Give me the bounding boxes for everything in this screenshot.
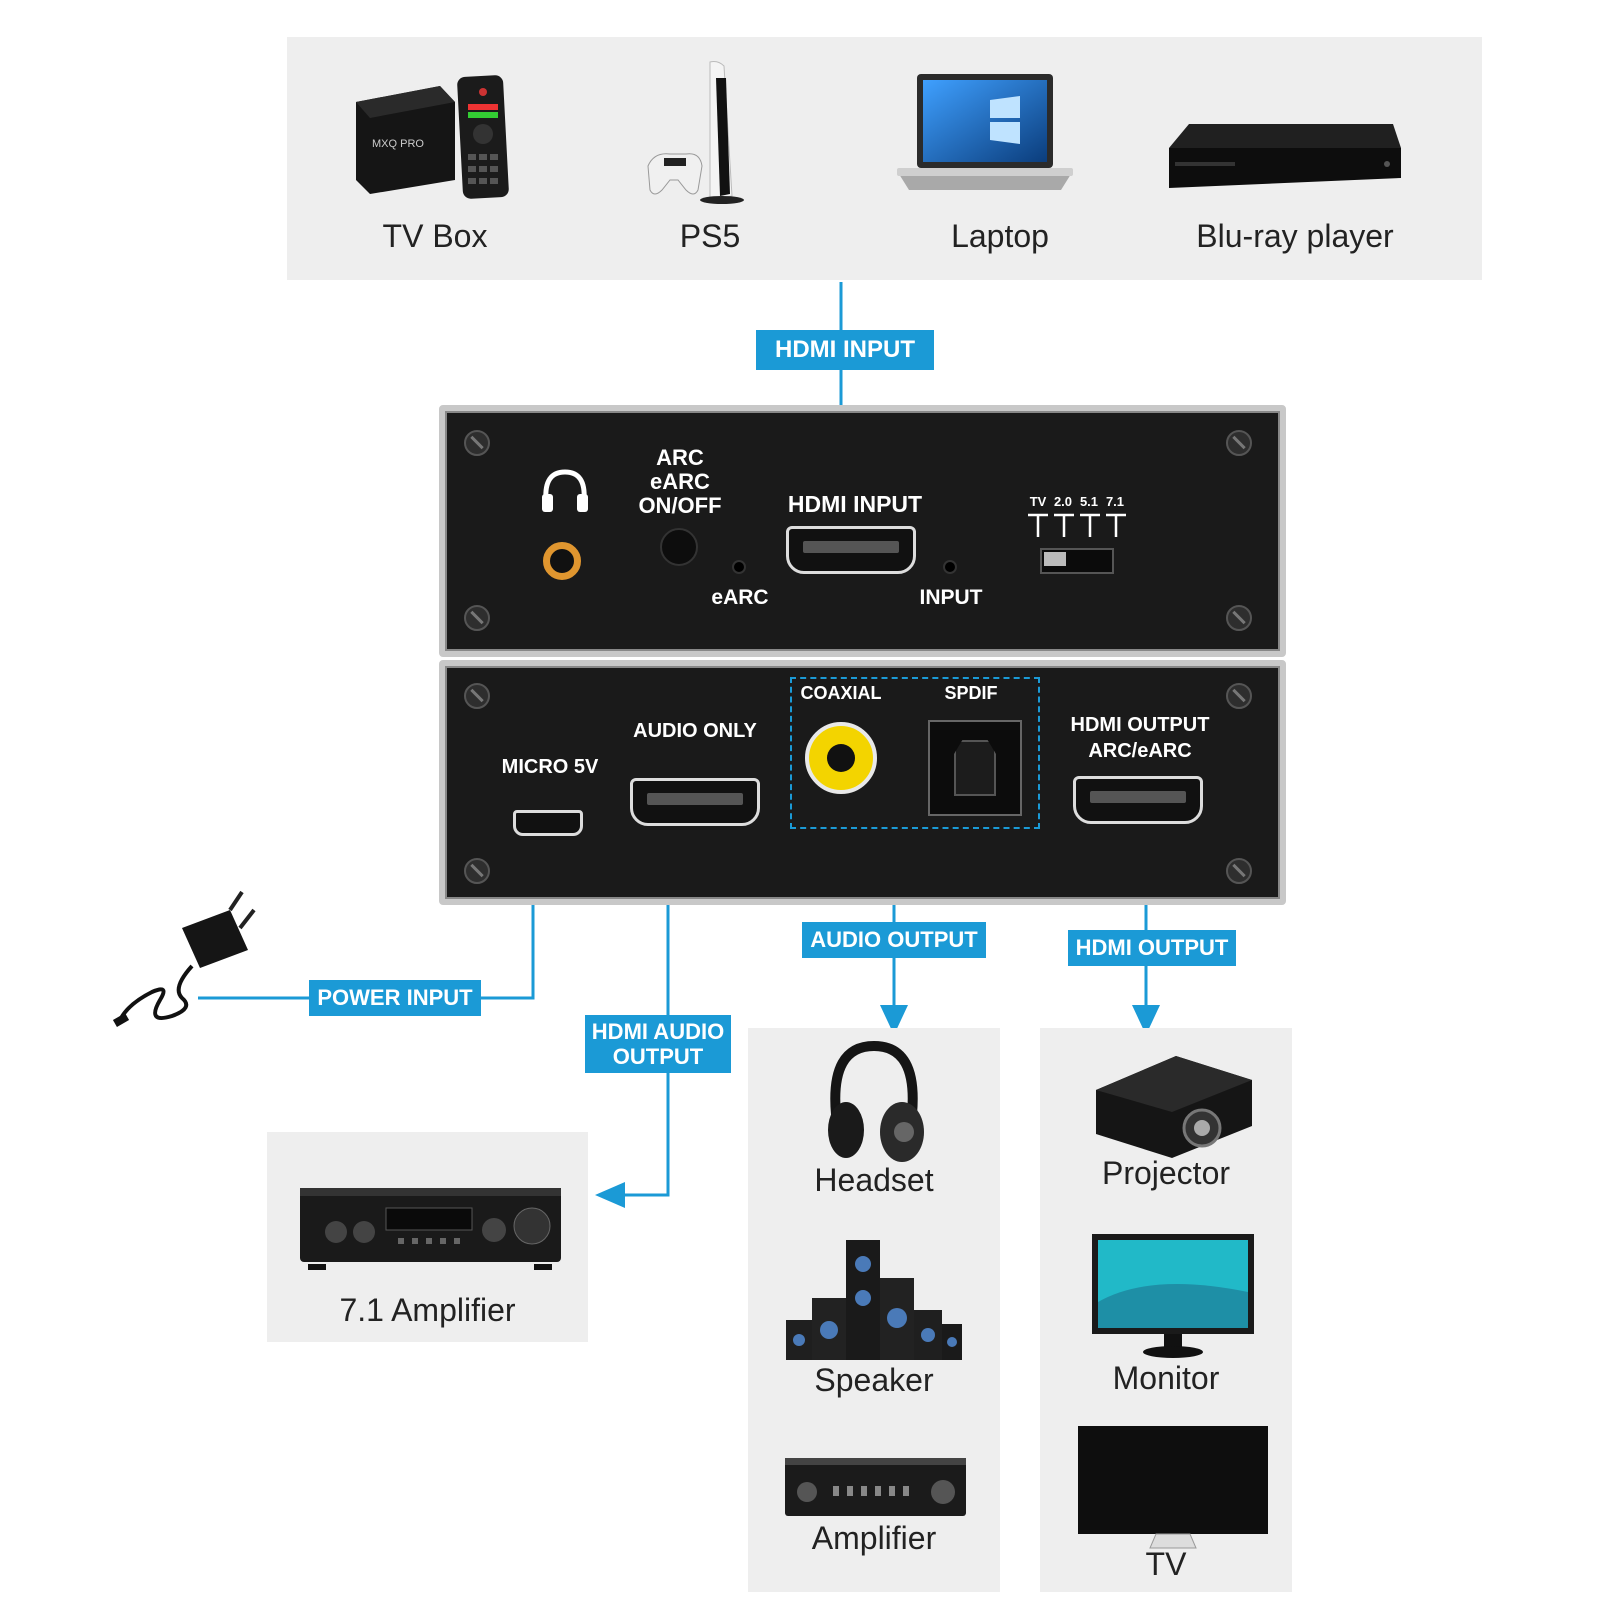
amp71-label: 7.1 Amplifier <box>267 1292 588 1329</box>
hdmi-audio-only-port[interactable] <box>630 778 760 826</box>
arc-switch-button[interactable] <box>660 528 698 566</box>
micro-usb-port[interactable] <box>513 810 583 836</box>
screw-icon <box>464 858 490 884</box>
audio-only-label: AUDIO ONLY <box>620 720 770 742</box>
arc-switch-label: ARC eARC ON/OFF <box>620 446 740 519</box>
headset-icon <box>822 1040 926 1164</box>
earc-led-label: eARC <box>700 586 780 609</box>
screw-icon <box>1226 858 1252 884</box>
tag-hdmi-audio-output: HDMI AUDIO OUTPUT <box>585 1015 731 1073</box>
optical-port-shutter <box>954 740 996 796</box>
hdmi-input-port-label: HDMI INPUT <box>770 492 940 517</box>
screw-icon <box>464 430 490 456</box>
input-led-label: INPUT <box>903 586 999 609</box>
projector-icon <box>1086 1050 1256 1162</box>
audio-device-label-speaker: Speaker <box>748 1362 1000 1399</box>
audio-device-label-amplifier: Amplifier <box>748 1520 1000 1557</box>
hdmi-output-port[interactable] <box>1073 776 1203 824</box>
tag-hdmi-output: HDMI OUTPUT <box>1068 930 1236 966</box>
audio-device-label-headset: Headset <box>748 1162 1000 1199</box>
screw-icon <box>464 605 490 631</box>
tag-audio-output: AUDIO OUTPUT <box>802 922 986 958</box>
headphone-icon <box>538 466 592 514</box>
spdif-label: SPDIF <box>935 684 1007 704</box>
micro-5v-label: MICRO 5V <box>488 756 612 778</box>
tag-power-input: POWER INPUT <box>309 980 481 1016</box>
video-device-label-tv: TV <box>1040 1546 1292 1583</box>
av-receiver-icon <box>298 1180 563 1272</box>
video-device-label-projector: Projector <box>1040 1155 1292 1192</box>
screw-icon <box>464 683 490 709</box>
coaxial-label: COAXIAL <box>796 684 886 704</box>
power-adapter-icon <box>112 888 262 1038</box>
mode-tick-marks <box>1026 513 1130 539</box>
mode-label-7-1: 7.1 <box>1102 495 1128 509</box>
coaxial-port[interactable] <box>805 722 877 794</box>
tag-hdmi-input: HDMI INPUT <box>756 330 934 370</box>
earc-led <box>732 560 746 574</box>
screw-icon <box>1226 605 1252 631</box>
hdmi-input-port[interactable] <box>786 526 916 574</box>
video-device-label-monitor: Monitor <box>1040 1360 1292 1397</box>
mode-selector-knob <box>1044 552 1066 566</box>
screw-icon <box>1226 683 1252 709</box>
mode-label-2-0: 2.0 <box>1050 495 1076 509</box>
amplifier-icon <box>783 1452 968 1522</box>
optical-spdif-port[interactable] <box>928 720 1022 816</box>
mode-switch-labels: TV 2.0 5.1 7.1 <box>1026 495 1126 515</box>
mode-label-5-1: 5.1 <box>1076 495 1102 509</box>
monitor-icon <box>1090 1232 1256 1362</box>
mode-label-tv: TV <box>1026 495 1050 509</box>
hdmi-output-port-label: HDMI OUTPUT ARC/eARC <box>1060 712 1220 764</box>
tv-icon <box>1076 1424 1270 1552</box>
input-led <box>943 560 957 574</box>
coaxial-port-center <box>827 744 855 772</box>
headphone-jack[interactable] <box>543 542 581 580</box>
speaker-system-icon <box>784 1238 964 1362</box>
mode-selector-switch[interactable] <box>1040 548 1114 574</box>
screw-icon <box>1226 430 1252 456</box>
